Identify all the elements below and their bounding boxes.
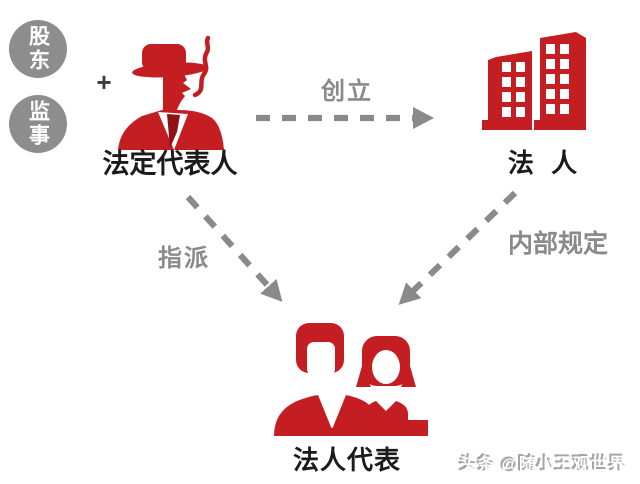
appoint-arrow (185, 194, 283, 302)
internal-rules-edge-label: 内部规定 (507, 230, 608, 258)
fedora-hat-icon (132, 44, 208, 78)
appoint-edge-label: 指派 (158, 245, 210, 272)
office-buildings-icon (482, 32, 586, 130)
badge-supervisor-label: 监事 (26, 100, 50, 148)
left-building-windows (502, 62, 525, 117)
badge-shareholder: 股东 (9, 20, 67, 78)
legal-person-label: 法 人 (507, 148, 583, 178)
create-edge-label: 创立 (321, 78, 373, 105)
cigarette-smoke-icon (192, 35, 211, 98)
plus-sign: + (96, 67, 112, 97)
necktie (167, 114, 180, 148)
woman-figure (356, 336, 428, 436)
corporate-representative-label: 法人代表 (292, 445, 401, 475)
internal-rules-arrow (398, 190, 518, 305)
legal-representative-label: 法定代表人 (102, 149, 238, 179)
badge-shareholder-label: 股东 (26, 25, 50, 73)
man-face-profile (163, 74, 191, 112)
man-in-fedora-smoking-icon (118, 35, 224, 150)
left-building (482, 51, 532, 130)
man-and-woman-icon (274, 323, 428, 436)
right-building (534, 32, 586, 130)
man-figure (274, 323, 371, 436)
watermark-text: 头条 @随小王观世界 (459, 455, 627, 474)
badge-supervisor: 监事 (9, 95, 67, 153)
right-building-windows (546, 44, 569, 114)
